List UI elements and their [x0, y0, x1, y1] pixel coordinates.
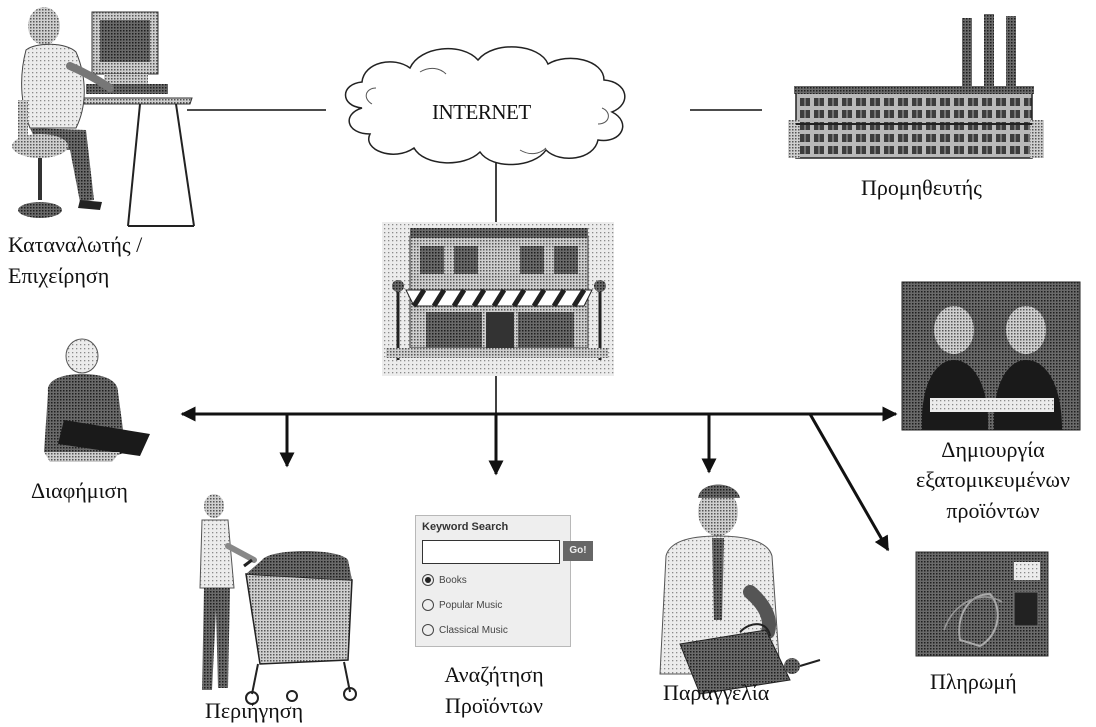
- search-option-label: Books: [439, 574, 467, 586]
- search-label-line2: Προϊόντων: [444, 693, 543, 718]
- advertising-label: Διαφήμιση: [31, 478, 128, 503]
- search-option-classical-music[interactable]: Classical Music: [422, 624, 508, 636]
- search-option-books[interactable]: Books: [422, 574, 467, 586]
- radio-icon: [422, 624, 434, 636]
- consumer-label-line1: Καταναλωτής /: [8, 232, 143, 257]
- custom-products-label-line2: εξατομικευμένων: [916, 467, 1070, 492]
- advertising-woman-icon: [44, 338, 150, 462]
- search-option-label: Classical Music: [439, 624, 508, 636]
- order-label: Παραγγελία: [663, 680, 770, 705]
- keyword-search-widget: Keyword Search Go! Books Popular Music C…: [415, 515, 592, 647]
- factory-supplier-icon: [788, 14, 1044, 159]
- payment-card-icon: [915, 551, 1049, 657]
- radio-icon: [422, 599, 434, 611]
- arrow-to-payment: [808, 413, 890, 552]
- internet-label: INTERNET: [432, 100, 531, 124]
- consumer-label-line2: Επιχείρηση: [8, 263, 110, 288]
- go-button-visual[interactable]: Go!: [563, 541, 593, 561]
- shopper-with-cart-icon: [199, 494, 357, 705]
- go-button-label: Go!: [569, 545, 587, 556]
- internet-cloud-icon: [344, 46, 626, 166]
- search-option-popular-music[interactable]: Popular Music: [422, 599, 502, 611]
- custom-products-label-line3: προϊόντων: [946, 498, 1040, 523]
- order-phone-man-icon: [659, 484, 821, 695]
- custom-products-label-line1: Δημιουργία: [941, 437, 1045, 462]
- browsing-label: Περιήγηση: [205, 698, 304, 723]
- consumer-at-computer-icon: [12, 7, 195, 227]
- custom-products-photo: [901, 281, 1081, 431]
- payment-label: Πληρωμή: [930, 669, 1017, 694]
- search-option-label: Popular Music: [439, 599, 503, 611]
- radio-selected-icon: [422, 574, 434, 586]
- storefront-icon: [382, 222, 614, 376]
- search-label-line1: Αναζήτηση: [444, 662, 544, 687]
- supplier-label: Προμηθευτής: [861, 175, 982, 200]
- keyword-search-title: Keyword Search: [422, 521, 509, 533]
- keyword-search-input[interactable]: [422, 540, 560, 564]
